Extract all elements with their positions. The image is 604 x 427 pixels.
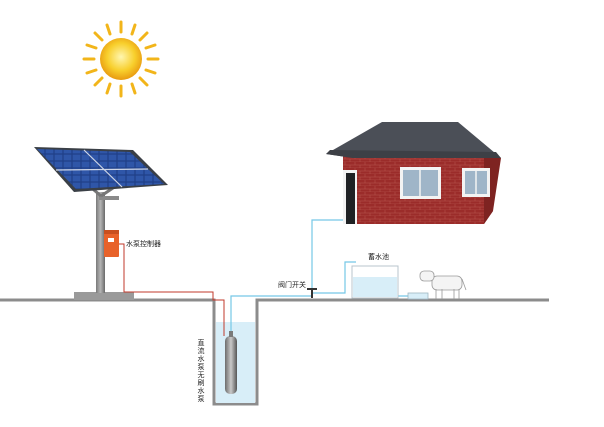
valve-switch-label: 阀门开关 [278,281,306,289]
power-cable [119,243,225,336]
trough-icon [407,292,429,300]
storage-tank-icon [351,265,399,299]
house-icon [326,122,501,224]
controller-icon [104,230,119,257]
house-supply-pipe [311,219,350,290]
storage-tank-label: 蓄水池 [368,253,389,261]
ground-profile [0,298,549,406]
sun-icon [82,20,160,98]
cow-icon [419,270,467,299]
pump-icon [225,331,237,394]
valve-icon [307,288,317,298]
controller-label: 水泵控制器 [126,240,161,248]
pump-label: 直流水泵无刷水泵 [197,339,205,403]
tank-supply-pipe [312,261,356,294]
solar-panel-icon [34,147,168,300]
